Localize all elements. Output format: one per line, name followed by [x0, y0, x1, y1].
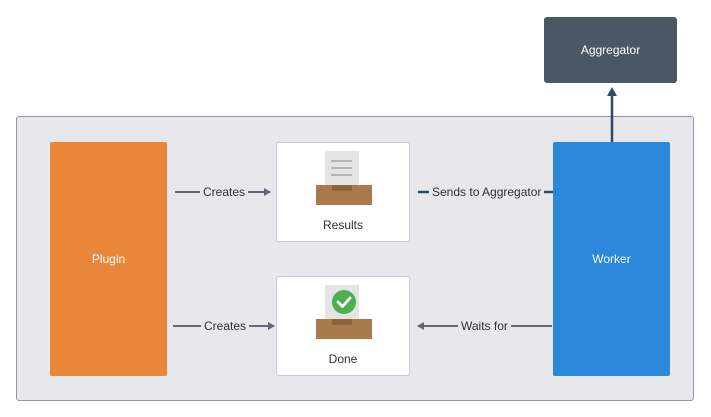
inbox-checkmark-icon [316, 285, 372, 339]
results-node: Results [276, 142, 410, 242]
worker-node: Worker [553, 142, 670, 376]
results-label: Results [322, 218, 363, 232]
done-label: Done [328, 352, 358, 366]
edge-label-plugin-done: Creates [201, 319, 250, 333]
edge-label-worker-done: Waits for [458, 319, 511, 333]
edge-label-worker-aggregator: Sends to Aggregator [429, 185, 545, 199]
plugin-label: Plugin [91, 252, 126, 266]
aggregator-node: Aggregator [544, 17, 677, 83]
edge-label-plugin-results: Creates [200, 185, 249, 199]
worker-label: Worker [592, 252, 631, 266]
aggregator-label: Aggregator [580, 43, 641, 57]
plugin-node: Plugin [50, 142, 167, 376]
inbox-document-icon [316, 151, 372, 205]
done-node: Done [276, 276, 410, 376]
arrowhead-aggregator [607, 87, 617, 96]
